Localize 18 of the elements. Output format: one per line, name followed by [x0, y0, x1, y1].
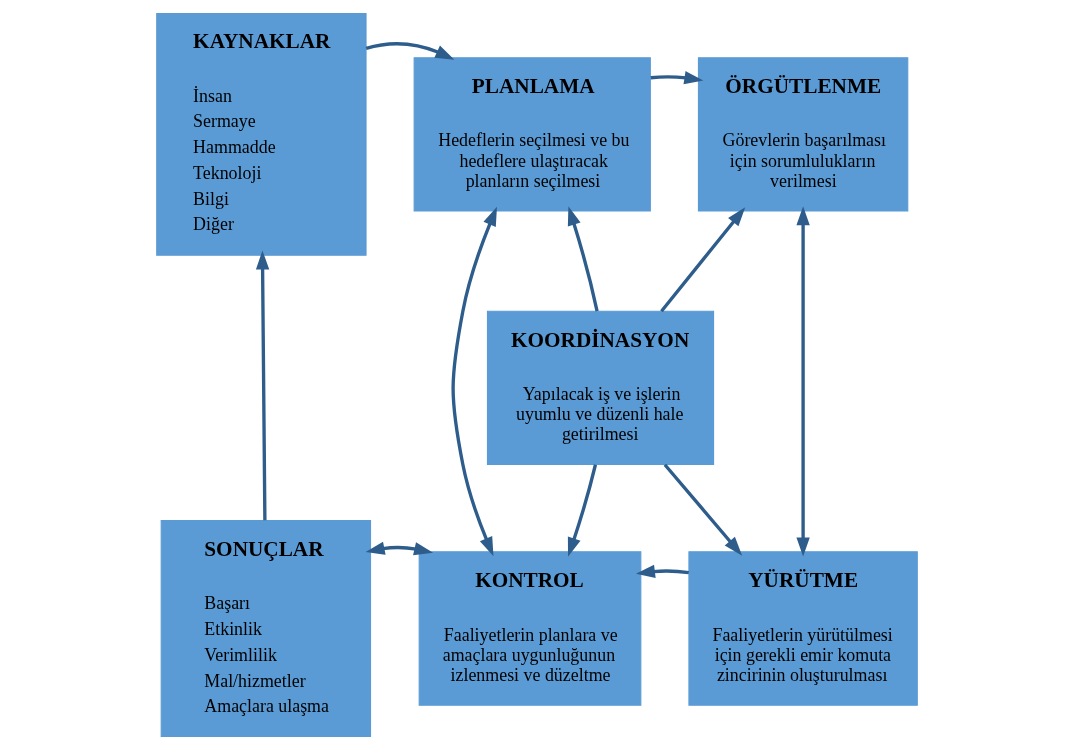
arrow	[663, 463, 742, 556]
arrow	[635, 564, 689, 578]
arrow	[659, 206, 745, 312]
node-box: SONUÇLAR Başarı Etkinlik Verimlilik Mal/hizmetler Amaçlara ulaşma	[160, 519, 371, 737]
node-box: YÜRÜTME Faaliyetlerin yürütülmesi için gerekli emir komuta zincirinin oluşturulması	[687, 550, 918, 706]
node-box: KONTROL Faaliyetlerin planlara ve amaçlara uygunluğunun izlenmesi ve düzeltme	[418, 550, 641, 706]
arrow	[567, 463, 597, 557]
node-box: PLANLAMA Hedeflerin seçilmesi ve bu hedeflere ulaştıracak planların seçilmesi	[413, 56, 651, 212]
arrow	[650, 70, 703, 84]
node-box: ÖRGÜTLENME Görevlerin başarılması için sorumlulukların verilmesi	[697, 56, 908, 212]
arrow	[567, 205, 599, 312]
arrow	[365, 541, 433, 555]
arrow	[255, 249, 269, 520]
arrow	[365, 41, 454, 60]
arrow	[450, 206, 497, 556]
arrow	[795, 205, 810, 557]
node-box: KOORDİNASYON Yapılacak iş ve işlerin uyumlu ve düzenli hale getirilmesi	[486, 310, 714, 465]
node-box: KAYNAKLAR İnsan Sermaye Hammadde Teknoloji Bilgi Diğer	[155, 12, 367, 256]
